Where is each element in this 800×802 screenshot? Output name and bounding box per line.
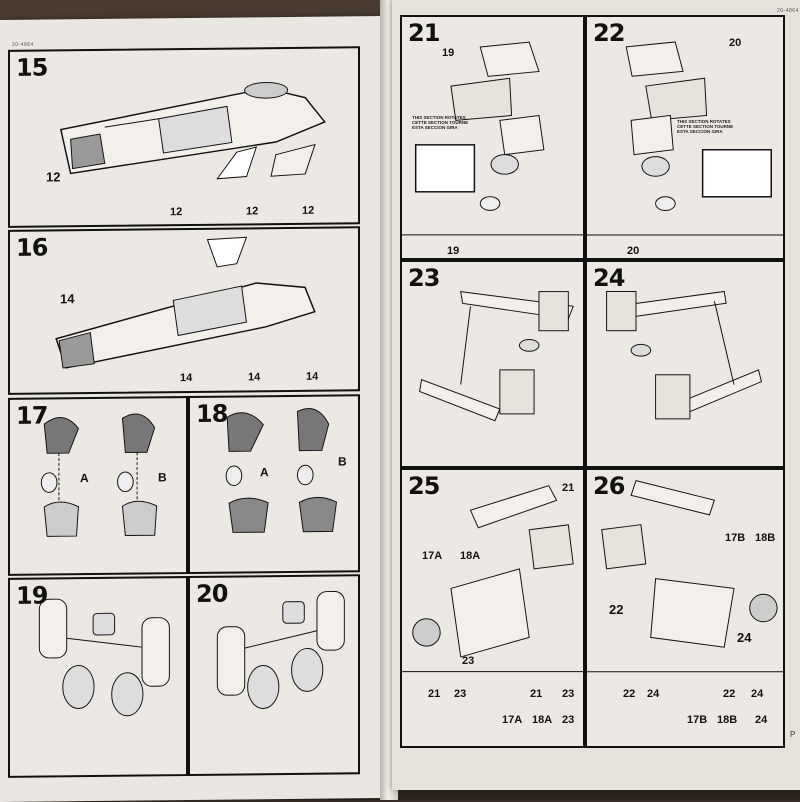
sequence-d: 23 xyxy=(562,688,575,700)
sequence-label-1: 12 xyxy=(170,206,183,219)
right-page-code: 20-4864 xyxy=(777,8,799,14)
step-number: 16 xyxy=(16,233,48,262)
sequence-a: 21 xyxy=(428,688,441,700)
part-label-17b: 17B xyxy=(725,532,746,544)
subassembly-b-label: B xyxy=(338,454,347,469)
sequence-e: 17A xyxy=(502,714,523,726)
sequence-label-1: 20 xyxy=(627,245,640,257)
step-number: 25 xyxy=(408,472,440,500)
joint-assembly-drawing xyxy=(587,41,783,236)
step-number: 26 xyxy=(593,472,625,500)
left-instruction-page: 20-4864 15 12 12 12 12 xyxy=(0,15,385,802)
sequence-label-3: 12 xyxy=(302,204,315,217)
spaceship-hull-drawing xyxy=(59,81,326,180)
right-instruction-page: 20-4864 P 21 19 THIS SECTION ROTATES CET… xyxy=(392,0,800,790)
sequence-c: 21 xyxy=(530,688,543,700)
step-number: 22 xyxy=(593,19,625,47)
part-label-21: 21 xyxy=(562,482,575,494)
leg-assembly-drawing xyxy=(587,480,783,673)
step-20-panel: 20 xyxy=(188,574,360,777)
joint-assembly-drawing xyxy=(402,41,583,236)
frame-assembly-drawing xyxy=(606,290,763,420)
step-number: 17 xyxy=(16,401,48,430)
sequence-label-2: 14 xyxy=(248,371,261,384)
step-25-panel: 25 21 17A 18A 23 21 23 21 23 17A 18A 23 xyxy=(400,468,585,748)
frame-assembly-drawing xyxy=(419,291,574,422)
step-21-panel: 21 19 THIS SECTION ROTATES CETTE SECTION… xyxy=(400,15,585,260)
left-page-code: 20-4864 xyxy=(12,41,34,48)
step-23-panel: 23 xyxy=(400,260,585,468)
step-22-panel: 22 20 THIS SECTION ROTATES CETTE SECTION… xyxy=(585,15,785,260)
step-18-panel: 18 A B xyxy=(188,394,360,575)
step-19-panel: 19 xyxy=(8,576,188,778)
step-number: 24 xyxy=(593,264,625,292)
step-number: 15 xyxy=(16,53,48,82)
step-number: 20 xyxy=(196,579,228,608)
rotation-note: THIS SECTION ROTATES CETTE SECTION TOURN… xyxy=(412,115,468,130)
rotation-note: THIS SECTION ROTATES CETTE SECTION TOURN… xyxy=(677,119,733,134)
part-label: 20 xyxy=(729,37,742,49)
sequence-label-1: 19 xyxy=(447,245,460,257)
sequence-b: 24 xyxy=(647,688,660,700)
sequence-d: 24 xyxy=(751,688,764,700)
part-label: 19 xyxy=(442,47,455,59)
part-label-23: 23 xyxy=(462,655,475,667)
step-17-panel: 17 A B xyxy=(8,396,188,576)
rotation-note-en: THIS SECTION ROTATES xyxy=(412,115,466,120)
leg-joint-drawing xyxy=(38,598,170,717)
part-label-18a: 18A xyxy=(460,550,481,562)
sequence-f: 18B xyxy=(717,714,738,726)
step-26-panel: 26 17B 18B 22 24 22 24 22 24 17B 18B 24 xyxy=(585,468,785,748)
page-mark: P xyxy=(790,730,796,739)
rotation-note-es: ESTA SECCION GIRA xyxy=(412,125,458,130)
step-number: 21 xyxy=(408,19,440,47)
leg-joint-drawing xyxy=(216,591,345,709)
sequence-g: 23 xyxy=(562,714,575,726)
subassembly-b-label: B xyxy=(158,470,167,485)
step-number: 18 xyxy=(196,399,228,428)
sequence-c: 22 xyxy=(723,688,736,700)
sequence-e: 17B xyxy=(687,714,708,726)
part-label-22: 22 xyxy=(609,602,624,617)
hand-parts-drawing xyxy=(225,408,338,533)
subassembly-a-label: A xyxy=(80,471,89,486)
leg-assembly-drawing xyxy=(402,485,583,673)
part-label: 12 xyxy=(46,169,61,185)
rotation-note-es: ESTA SECCION GIRA xyxy=(677,129,723,134)
sequence-f: 18A xyxy=(532,714,553,726)
sequence-label-3: 14 xyxy=(306,370,319,383)
rotation-note-en: THIS SECTION ROTATES xyxy=(677,119,731,124)
sequence-label-2: 12 xyxy=(246,205,259,218)
sequence-label-1: 14 xyxy=(180,372,193,385)
step-number: 23 xyxy=(408,264,440,292)
step-number: 19 xyxy=(16,581,48,610)
step-24-panel: 24 xyxy=(585,260,785,468)
part-label: 14 xyxy=(60,291,75,307)
part-label-18b: 18B xyxy=(755,532,776,544)
rotation-note-fr: CETTE SECTION TOURNE xyxy=(412,120,469,125)
sequence-b: 23 xyxy=(454,688,467,700)
step-16-panel: 16 14 14 14 14 xyxy=(8,226,360,395)
step-15-panel: 15 12 12 12 12 xyxy=(8,46,360,228)
hand-parts-drawing xyxy=(40,413,158,537)
part-label-24: 24 xyxy=(737,630,752,645)
sequence-a: 22 xyxy=(623,688,636,700)
rotation-note-fr: CETTE SECTION TOURNE xyxy=(677,124,734,129)
part-label-17a: 17A xyxy=(422,550,443,562)
spaceship-hull-drawing xyxy=(55,236,316,369)
sequence-g: 24 xyxy=(755,714,768,726)
subassembly-a-label: A xyxy=(260,465,269,480)
